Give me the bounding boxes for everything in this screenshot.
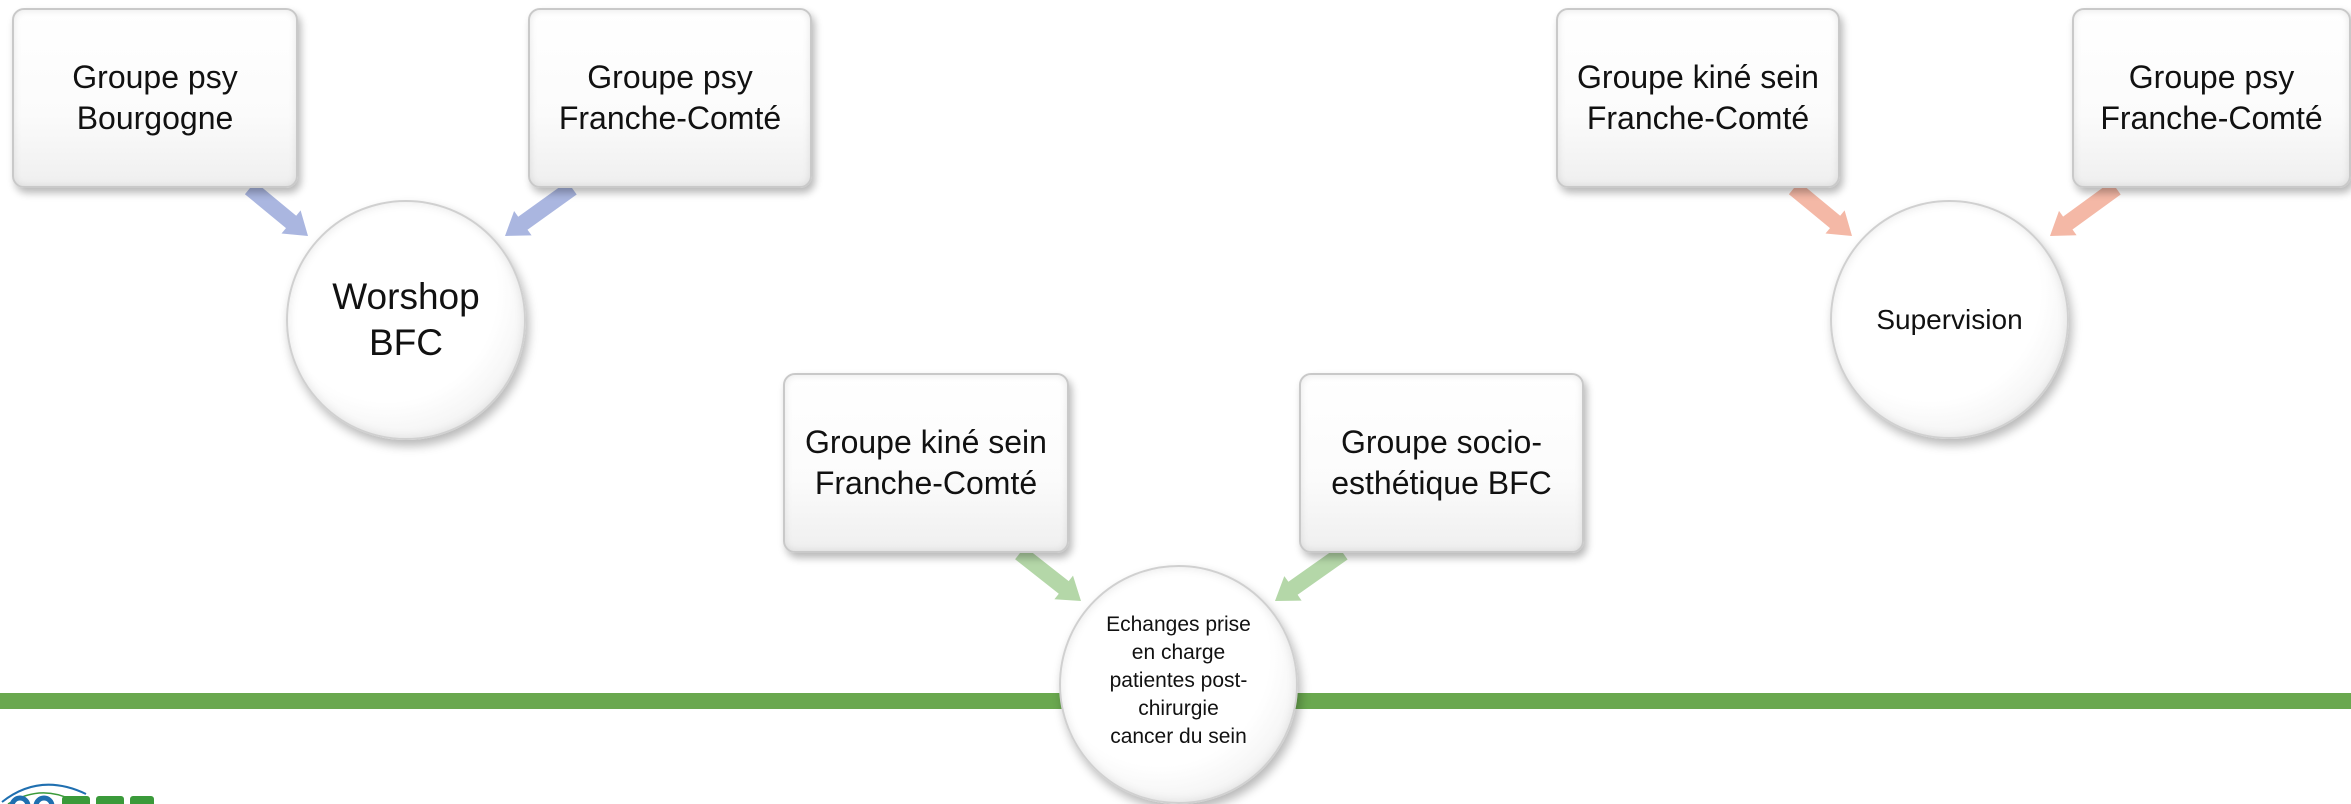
hub-label: Supervision [1876, 303, 2023, 335]
hub-worshop-bfc: Worshop BFC [286, 200, 526, 440]
box-groupe-psy-bourgogne: Groupe psy Bourgogne [12, 8, 298, 188]
box-groupe-kine-sein-franche-comte-2: Groupe kiné sein Franche-Comté [1556, 8, 1840, 188]
box-label: Groupe psy Bourgogne [72, 59, 238, 136]
connector-arrow-6 [2050, 181, 2121, 236]
hub-label: Worshop BFC [332, 276, 480, 363]
box-label: Groupe socio- esthétique BFC [1331, 424, 1552, 501]
box-groupe-psy-franche-comte-2: Groupe psy Franche-Comté [2072, 8, 2351, 188]
hub-echanges-prise-en-charge: Echanges prise en charge patientes post-… [1059, 565, 1298, 804]
box-label: Groupe psy Franche-Comté [558, 59, 782, 136]
box-label: Groupe kiné sein Franche-Comté [805, 424, 1047, 501]
connector-arrow-2 [505, 181, 577, 236]
connector-arrow-3 [1015, 546, 1081, 601]
box-groupe-kine-sein-franche-comte: Groupe kiné sein Franche-Comté [783, 373, 1069, 553]
connector-arrow-5 [1788, 181, 1852, 236]
box-label: Groupe kiné sein Franche-Comté [1577, 59, 1819, 136]
box-groupe-psy-franche-comte: Groupe psy Franche-Comté [528, 8, 812, 188]
connector-arrow-4 [1275, 546, 1348, 601]
logo-mark [1, 783, 154, 804]
logo [0, 782, 160, 804]
connector-arrow-1 [244, 181, 308, 236]
box-groupe-socio-esthetique-bfc: Groupe socio- esthétique BFC [1299, 373, 1584, 553]
hub-supervision: Supervision [1830, 200, 2069, 439]
hub-label: Echanges prise en charge patientes post-… [1106, 612, 1251, 748]
box-label: Groupe psy Franche-Comté [2100, 59, 2323, 136]
